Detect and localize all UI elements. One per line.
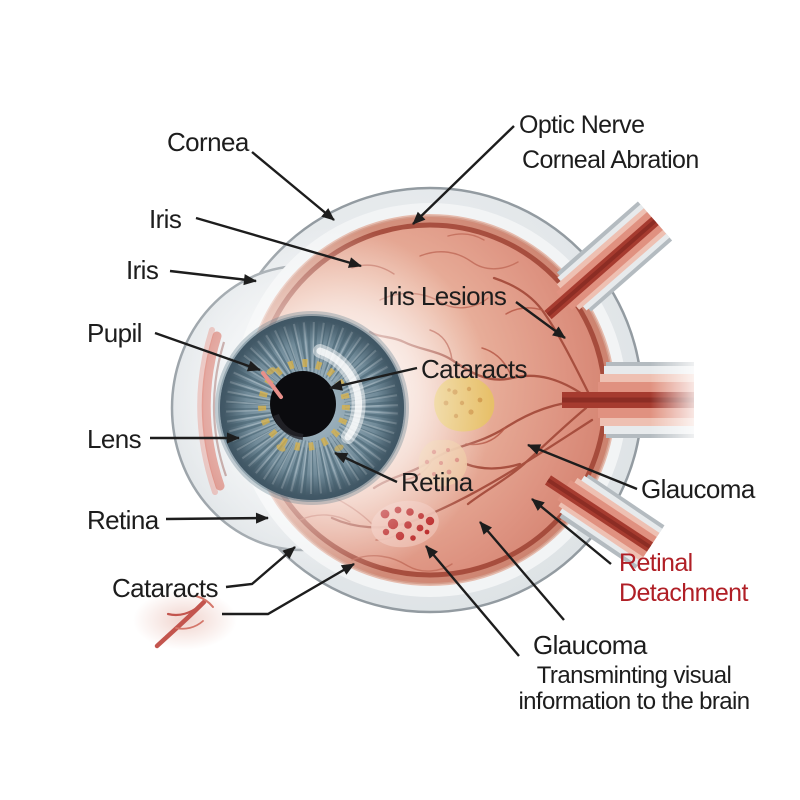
label-pupil: Pupil [87, 318, 142, 348]
leader-cornea [251, 151, 335, 221]
label-corneal-abration: Corneal Abration [522, 146, 699, 174]
leader-lines [150, 125, 638, 657]
leader-retina-center [334, 451, 398, 484]
label-cataracts-left: Cataracts [112, 573, 218, 603]
label-glaucoma-right: Glaucoma [641, 474, 755, 504]
leader-glaucoma-right [527, 443, 638, 491]
label-iris-lower: Iris [126, 255, 159, 285]
leader-optic-nerve [412, 125, 515, 225]
label-iris-upper: Iris [149, 204, 182, 234]
leader-pupil [154, 331, 261, 372]
pupil-pointer-tick [261, 371, 283, 399]
leader-scratch [222, 562, 355, 616]
label-glaucoma-caption: Transminting visual information to the b… [518, 662, 750, 716]
optic-nerve-branch-upper [544, 201, 673, 320]
iris [215, 311, 409, 505]
leader-iris-lesions [515, 301, 566, 339]
leader-retinal-detachment [531, 498, 612, 565]
optic-nerve-branches [544, 201, 706, 569]
leader-retina-left [165, 512, 269, 524]
leader-cataracts-left [225, 546, 296, 589]
eyeball [133, 186, 706, 650]
label-cornea: Cornea [167, 127, 249, 157]
optic-nerve-branch-lower [544, 474, 665, 569]
limbal-ring [220, 316, 404, 500]
label-iris-lesions: Iris Lesions [382, 281, 507, 311]
label-optic-nerve: Optic Nerve [519, 111, 645, 139]
pupil [270, 371, 336, 437]
label-glaucoma-bottom: Glaucoma [533, 630, 647, 660]
leader-glaucoma-bottom-1 [479, 521, 565, 621]
leader-glaucoma-bottom-2 [425, 545, 520, 657]
scratch-mark [133, 590, 237, 650]
label-retinal-detachment: Retinal Detachment [619, 549, 748, 607]
label-retina-left: Retina [87, 505, 159, 535]
yellow-fleck-ring [258, 359, 350, 451]
label-cataracts-center: Cataracts [421, 354, 527, 384]
leader-iris-upper [195, 216, 362, 268]
leader-iris-lower [169, 269, 257, 286]
leader-cataracts-center [329, 366, 418, 391]
label-retina-center: Retina [401, 467, 473, 497]
label-lens: Lens [87, 424, 142, 454]
